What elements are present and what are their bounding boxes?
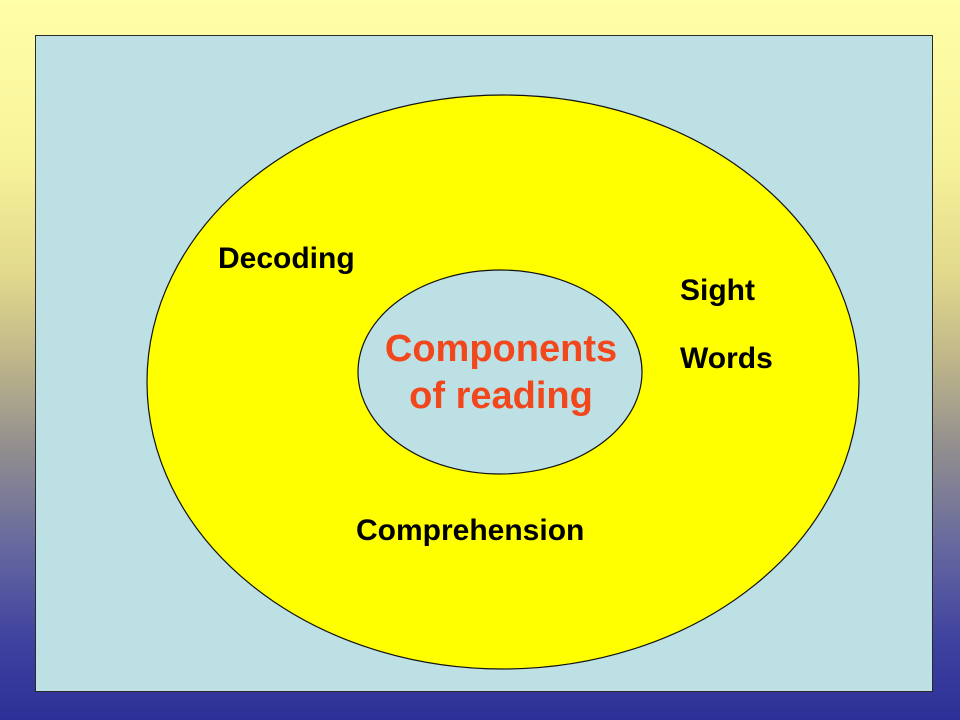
label-comprehension: Comprehension <box>356 514 585 547</box>
label-words: Words <box>680 342 773 375</box>
center-title-line-2: of reading <box>409 375 593 417</box>
center-title: Components of reading <box>360 326 642 420</box>
label-decoding: Decoding <box>218 242 355 275</box>
inner-circle <box>357 269 643 475</box>
center-title-line-1: Components <box>384 328 618 370</box>
label-sight: Sight <box>680 274 755 307</box>
